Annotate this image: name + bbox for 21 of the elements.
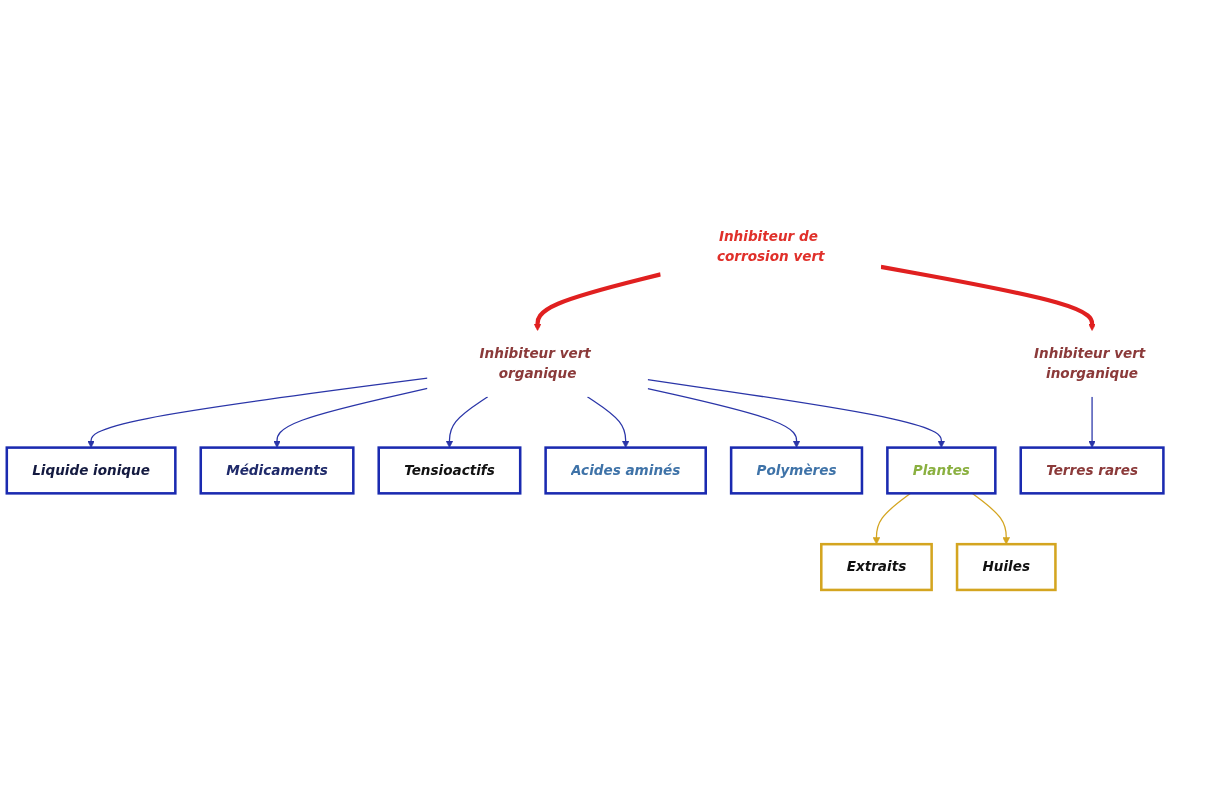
node-box: Tensioactifs [377,445,522,495]
node-box: Terres rares [1019,445,1165,495]
node-text: Inhibiteur de corrosion vert [716,227,825,265]
arrow [533,272,662,331]
arrow [647,387,801,448]
node-box: Acides aminés [544,445,707,495]
arrow [445,395,489,448]
node-text: Inhibiteur vert organique [479,344,591,382]
arrow [87,377,429,448]
arrow [880,264,1096,331]
node-box: Liquide ionique [5,445,177,495]
node-text: Inhibiteur vert inorganique [1034,344,1146,382]
node-box: Plantes [886,445,997,495]
arrow [1088,395,1096,448]
node-box: Médicaments [199,445,355,495]
node-box: Extraits [820,542,933,591]
arrow [647,378,946,448]
arrow [273,387,429,448]
node-box: Huiles [955,542,1057,591]
arrow [586,395,630,448]
node-box: Polymères [729,445,864,495]
